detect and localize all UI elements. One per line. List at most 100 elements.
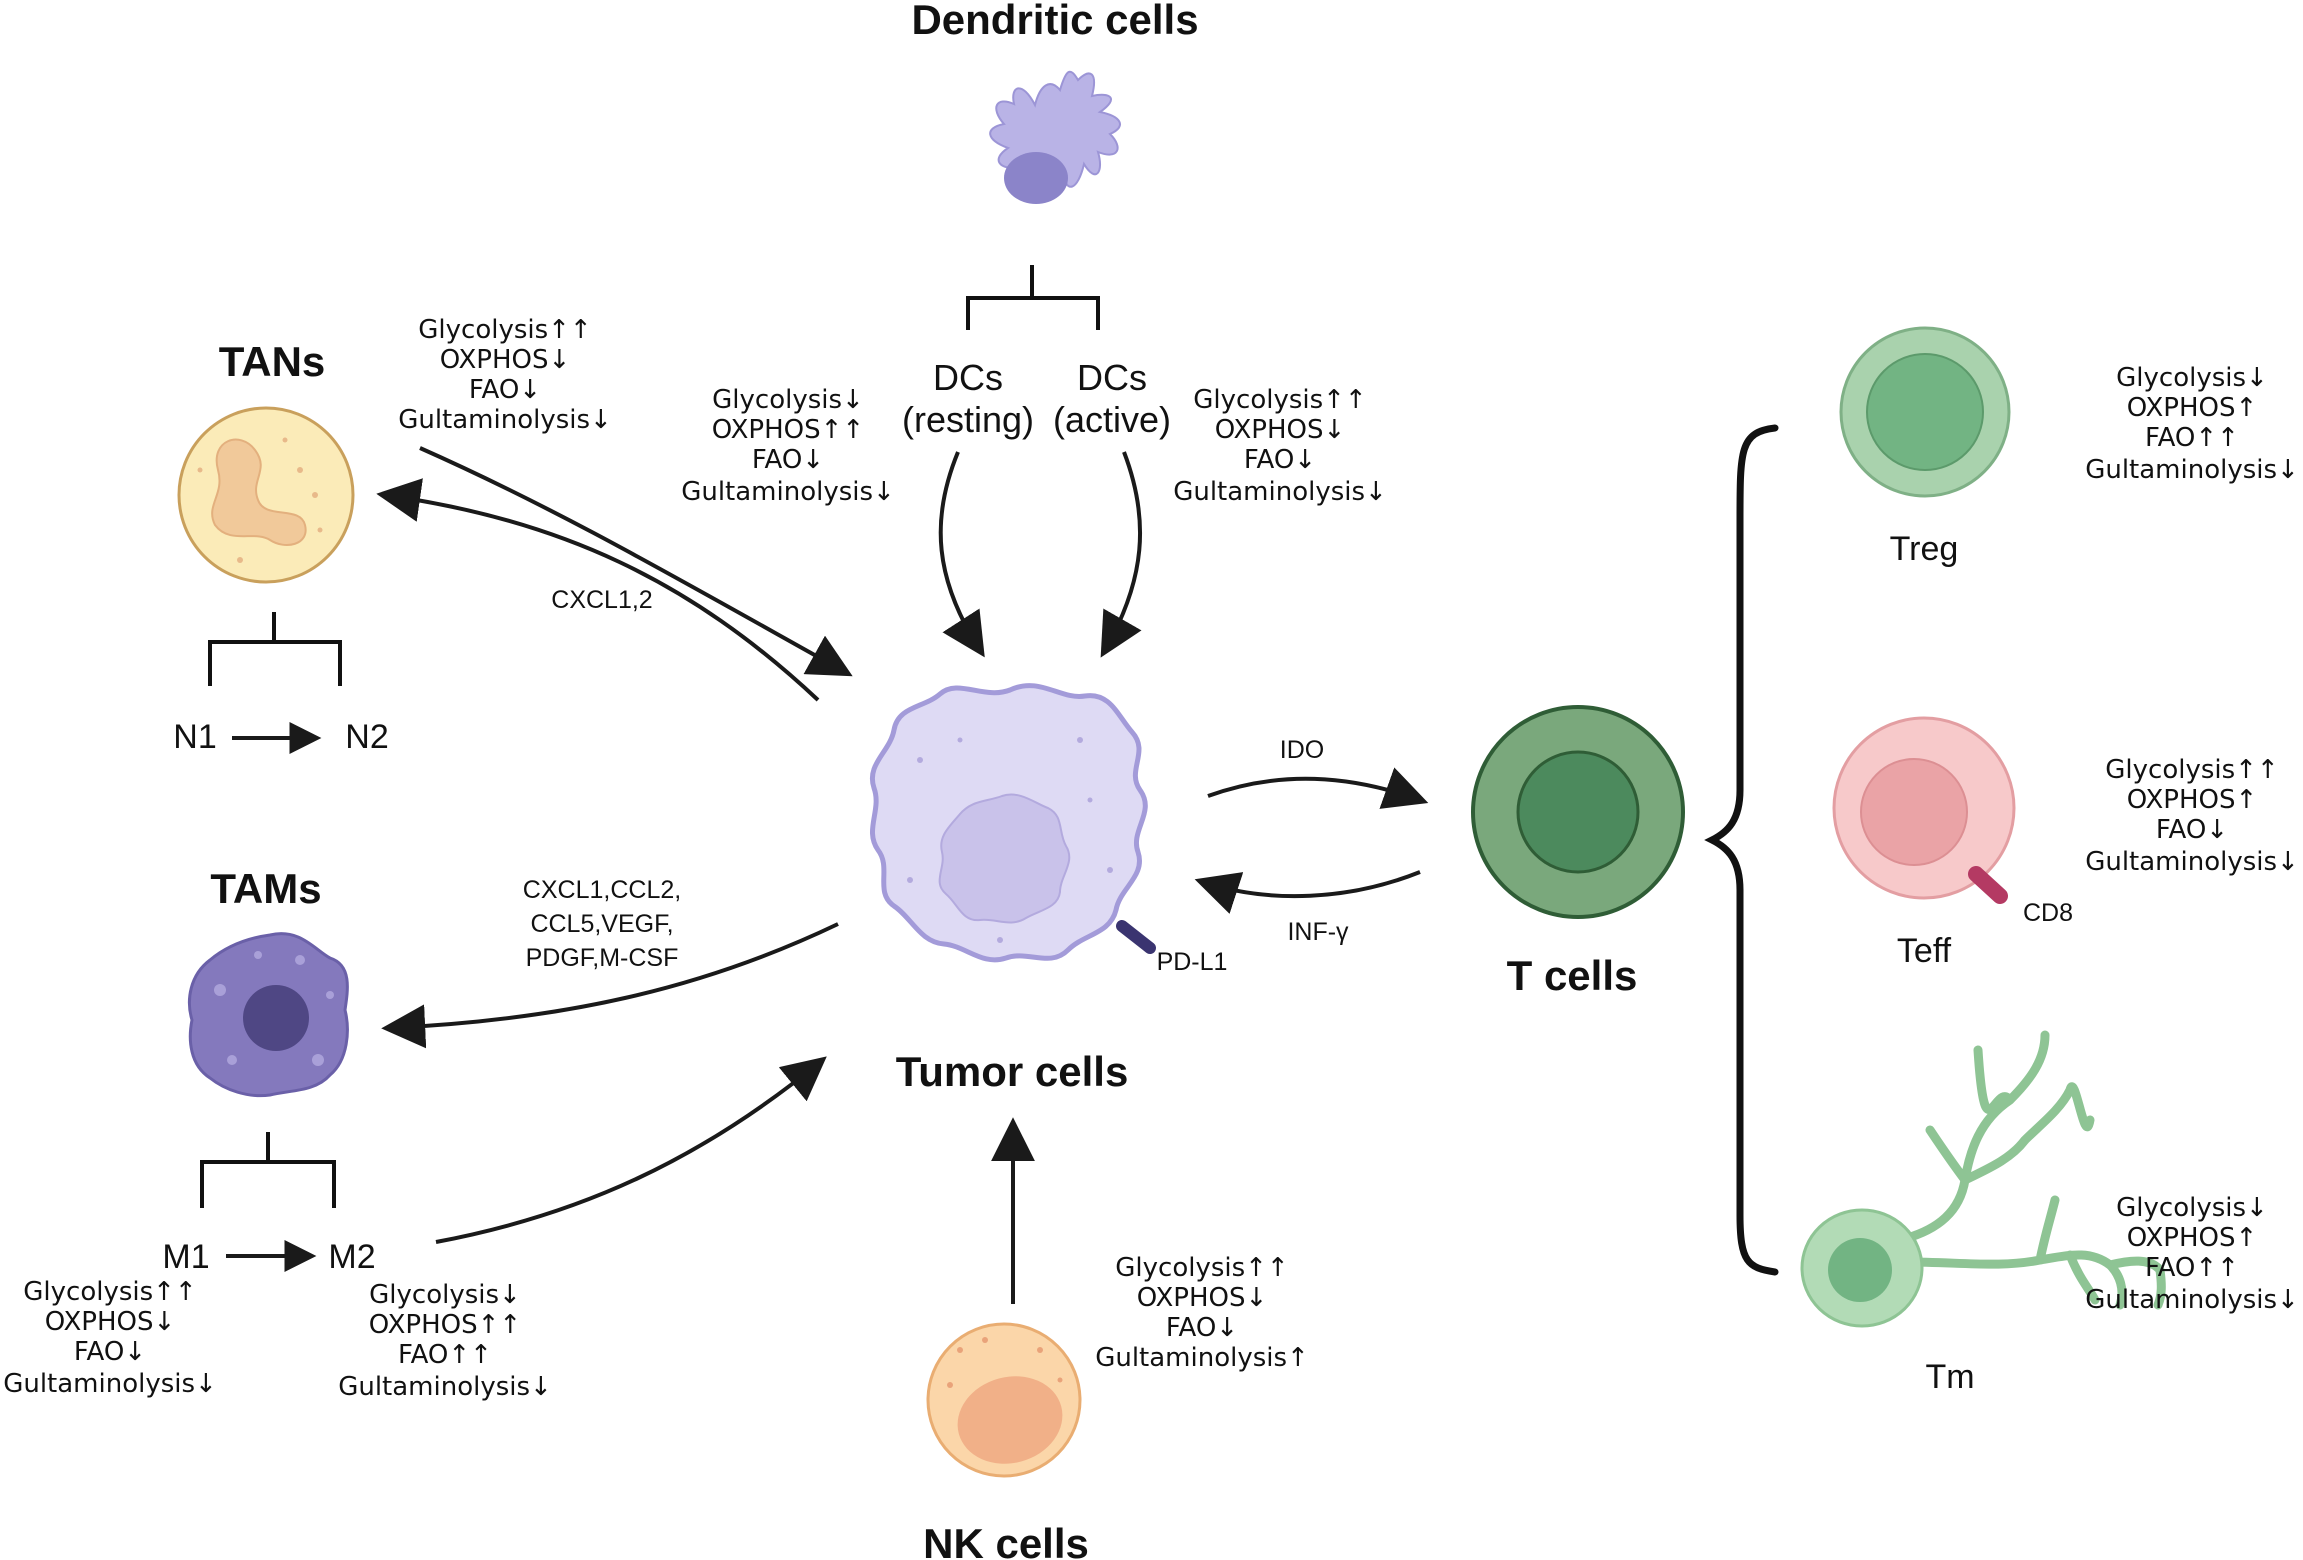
treg-met-3: Gultaminolysis↓ [2085,455,2299,485]
dendritic-cell-icon [989,70,1121,204]
ido-label: IDO [1280,736,1324,764]
treg-met-2: FAO↑↑ [2145,423,2239,453]
tam-cell-icon [188,932,349,1098]
teff-inner [1860,758,1968,866]
tam-signal-2: PDGF,M-CSF [526,944,679,972]
tumor-cell-nucleus [938,793,1071,924]
m2-label: M2 [328,1238,375,1276]
treg-cell-icon [1839,326,2011,498]
tans-group: TANs N1 N2 Glycolysis↑↑ OXPHOS↓ FAO↓ Gul… [173,315,853,756]
dcs-active-met-3: Gultaminolysis↓ [1173,477,1387,507]
dcs-active-met-2: FAO↓ [1244,445,1316,475]
tm-met-0: Glycolysis↓ [2116,1193,2268,1223]
dcs-resting-metabolism: Glycolysis↓ OXPHOS↑↑ FAO↓ Gultaminolysis… [681,385,895,507]
arrow-m2-to-tumor [435,1056,827,1244]
arrow-dcs-resting-to-tumor [938,451,985,658]
pdl1-receptor [1116,920,1156,954]
cd8-receptor [1968,866,2008,904]
cd8-label: CD8 [2023,899,2073,927]
dcs-active-label-1: DCs [1077,357,1147,398]
pdl1-label: PD-L1 [1157,948,1228,976]
tm-cell-dendrites [1895,1030,2166,1310]
tam-signal-0: CXCL1,CCL2, [523,876,681,904]
arrow-dcs-active-to-tumor [1100,451,1143,658]
m1-metabolism: Glycolysis↑↑ OXPHOS↓ FAO↓ Gultaminolysis… [3,1277,217,1399]
dcs-active-label-2: (active) [1053,399,1171,440]
nk-cells-title: NK cells [923,1520,1089,1560]
m1-met-2: FAO↓ [74,1337,146,1367]
arrow-tumor-to-tcells-ido [1207,767,1429,809]
nk-met-2: FAO↓ [1166,1313,1238,1343]
dendritic-cell-group: Dendritic cells DCs (resting) DCs (activ… [681,0,1387,658]
tan-cell-body [177,406,355,584]
m1-met-0: Glycolysis↑↑ [23,1277,196,1307]
dendritic-cell-nucleus-core [1004,152,1068,204]
infg-label: INF-γ [1287,918,1349,946]
tams-bracket [200,1132,336,1208]
teff-label: Teff [1897,932,1952,970]
tans-met-1: OXPHOS↓ [440,345,571,375]
tcells-brace [1704,424,1779,1276]
nk-metabolism: Glycolysis↑↑ OXPHOS↓ FAO↓ Gultaminolysis… [1095,1253,1309,1373]
dcs-active-metabolism: Glycolysis↑↑ OXPHOS↓ FAO↓ Gultaminolysis… [1173,385,1387,507]
treg-inner [1866,353,1984,471]
dcs-resting-label-1: DCs [933,357,1003,398]
dcs-resting-label-2: (resting) [902,399,1034,440]
tcells-title: T cells [1507,952,1638,999]
nk-met-1: OXPHOS↓ [1137,1283,1268,1313]
tans-metabolism: Glycolysis↑↑ OXPHOS↓ FAO↓ Gultaminolysis… [398,315,612,435]
tans-met-2: FAO↓ [469,375,541,405]
m2-metabolism: Glycolysis↓ OXPHOS↑↑ FAO↑↑ Gultaminolysi… [338,1280,552,1402]
cxcl12-label: CXCL1,2 [551,586,652,614]
tumor-cell-icon [869,683,1148,963]
treg-label: Treg [1890,530,1959,568]
m2-met-3: Gultaminolysis↓ [338,1372,552,1402]
tm-label: Tm [1925,1358,1974,1396]
dcs-resting-met-0: Glycolysis↓ [712,385,864,415]
teff-cell-icon [1832,716,2016,904]
arrow-tcells-to-tumor-infg [1194,870,1421,914]
dcs-active-met-1: OXPHOS↓ [1215,415,1346,445]
tm-met-2: FAO↑↑ [2145,1253,2239,1283]
treg-met-0: Glycolysis↓ [2116,363,2268,393]
tam-signals-label: CXCL1,CCL2, CCL5,VEGF, PDGF,M-CSF [523,876,681,972]
dcs-resting-met-2: FAO↓ [752,445,824,475]
m2-met-2: FAO↑↑ [398,1340,492,1370]
m1-met-3: Gultaminolysis↓ [3,1369,217,1399]
tans-bracket [208,612,342,686]
tan-cell-nucleus [211,438,307,546]
nk-cell-icon [926,1322,1082,1478]
tans-title: TANs [219,338,326,385]
dendritic-cells-title: Dendritic cells [911,0,1198,43]
tans-met-0: Glycolysis↑↑ [418,315,591,345]
teff-met-0: Glycolysis↑↑ [2105,755,2278,785]
nk-cell-nucleus [957,1376,1063,1464]
m2-met-0: Glycolysis↓ [369,1280,521,1310]
treg-metabolism: Glycolysis↓ OXPHOS↑ FAO↑↑ Gultaminolysis… [2085,363,2299,485]
tans-met-3: Gultaminolysis↓ [398,405,612,435]
n2-label: N2 [345,718,388,756]
treg-met-1: OXPHOS↑ [2127,393,2258,423]
m1-met-1: OXPHOS↓ [45,1307,176,1337]
tcell-inner [1516,750,1640,874]
nk-met-3: Gultaminolysis↑ [1095,1343,1309,1373]
tams-title: TAMs [210,865,321,912]
tam-cell-nucleus [243,985,309,1051]
tumor-cell-group: PD-L1 Tumor cells [869,683,1228,1095]
teff-met-3: Gultaminolysis↓ [2085,847,2299,877]
nk-met-0: Glycolysis↑↑ [1115,1253,1288,1283]
tm-met-1: OXPHOS↑ [2127,1223,2258,1253]
tcell-icon [1471,705,1685,919]
tm-cell-nucleus [1828,1238,1892,1302]
tan-cell-icon [177,406,355,584]
tumor-cells-title: Tumor cells [896,1048,1129,1095]
tam-signal-1: CCL5,VEGF, [530,910,673,938]
arrow-tans-to-tumor [419,446,853,677]
teff-met-1: OXPHOS↑ [2127,785,2258,815]
n1-label: N1 [173,718,216,756]
dc-bracket [966,265,1100,330]
tams-group: TAMs M1 M2 Glycolysis↑↑ OXPHOS↓ FAO↓ Gul… [3,865,839,1402]
m1-label: M1 [162,1238,209,1276]
m2-met-1: OXPHOS↑↑ [369,1310,521,1340]
arrow-tumor-to-tans [376,478,820,702]
